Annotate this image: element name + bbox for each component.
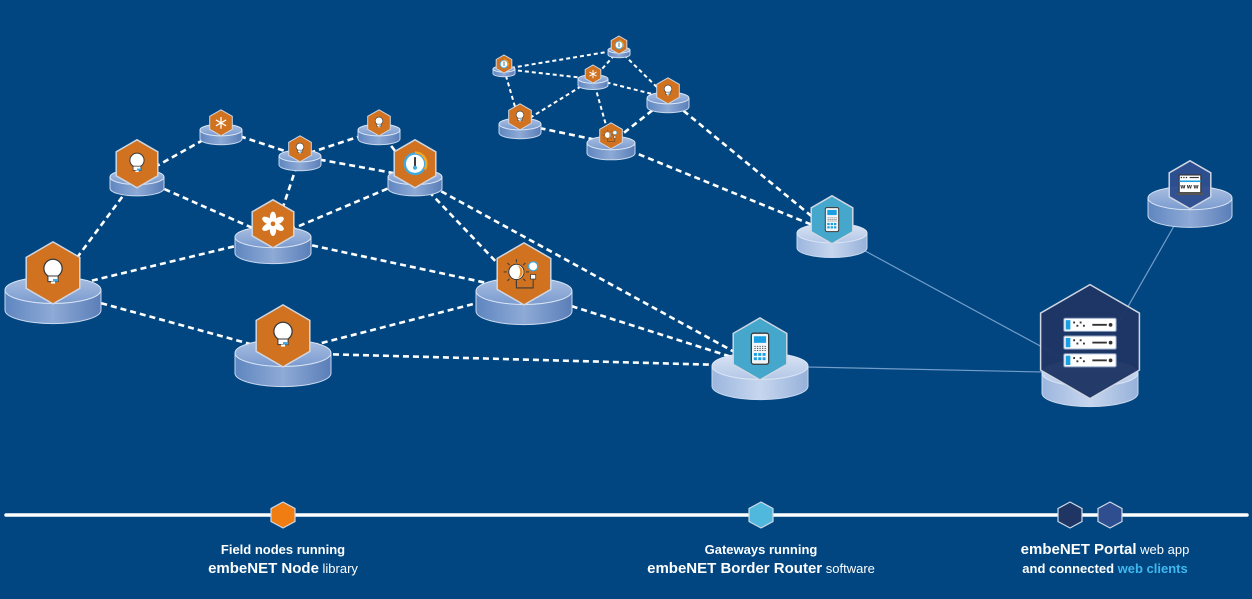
legend-gateway-product: embeNET Border Router [647, 560, 823, 577]
legend-field-node-hexagon [270, 501, 296, 529]
lightbulb-icon [663, 84, 673, 96]
lightbulb-icon [129, 152, 145, 173]
field-node[interactable] [492, 54, 516, 78]
field-node[interactable] [199, 109, 243, 146]
ip-link [759, 365, 1091, 374]
lightbulb-icon [273, 321, 293, 347]
legend-field-suffix: library [318, 561, 358, 576]
field-node[interactable] [278, 135, 322, 172]
legend-gateway-line1: Gateways running [704, 542, 818, 557]
legend-portal-suffix: web app [1136, 542, 1190, 557]
legend-portal-line1: embeNET Portal web app [980, 540, 1230, 559]
legend-gateways-text: Gateways running embeNET Border Router s… [596, 540, 926, 578]
legend-gateway-line2: embeNET Border Router software [596, 559, 926, 578]
field-node[interactable] [498, 103, 542, 140]
portal-node[interactable] [1039, 283, 1141, 408]
mesh-link [282, 289, 525, 355]
legend-portal-product: embeNET Portal [1020, 541, 1137, 558]
mesh-link [414, 175, 761, 368]
legend-portal-line2-text: and connected [1022, 561, 1118, 576]
field-node[interactable] [646, 77, 690, 114]
lightbulb-icon [515, 110, 525, 122]
mesh-link [503, 49, 620, 70]
light-plug-sensor-icon [503, 259, 539, 289]
gateway-device-icon [824, 207, 840, 233]
snowflake-icon [589, 69, 597, 79]
legend-field-line2: embeNET Node library [160, 559, 406, 578]
field-node[interactable] [109, 138, 165, 197]
field-node[interactable] [4, 241, 102, 325]
legend-field-product: embeNET Node [208, 560, 319, 577]
mesh-link [610, 141, 833, 235]
field-node[interactable] [234, 198, 312, 265]
field-node[interactable] [357, 109, 401, 146]
legend-portal-text: embeNET Portal web app and connected web… [980, 540, 1230, 578]
thermometer-gauge-icon [499, 59, 509, 69]
field-node[interactable] [607, 35, 631, 59]
mesh-link [272, 235, 525, 293]
gateway-node[interactable] [796, 194, 868, 258]
legend-portal-hexagon [1057, 501, 1083, 529]
legend-field-nodes-text: Field nodes running embeNET Node library [160, 540, 406, 578]
legend-web-client-hexagon [1097, 501, 1123, 529]
mesh-link [667, 96, 833, 235]
thermometer-gauge-icon [403, 151, 428, 176]
legend-gateway-suffix: software [822, 561, 875, 576]
snowflake-icon [215, 116, 227, 129]
field-node[interactable] [577, 64, 609, 90]
legend-gateway-hexagon [748, 501, 774, 529]
mesh-link [503, 68, 594, 80]
mesh-link [503, 68, 521, 125]
field-node[interactable] [387, 138, 443, 197]
gateway-device-icon [750, 332, 770, 365]
field-node[interactable] [475, 242, 573, 326]
mesh-link [282, 351, 761, 368]
light-plug-sensor-icon [602, 129, 618, 142]
gateway-node[interactable] [711, 317, 809, 401]
lightbulb-icon [295, 142, 305, 154]
nodes-layer: www [4, 35, 1233, 408]
legend-web-clients-link[interactable]: web clients [1117, 561, 1188, 576]
web-browser-icon: www [1177, 174, 1203, 196]
lightbulb-icon [43, 258, 63, 284]
lightbulb-icon [374, 116, 384, 128]
thermometer-gauge-icon [614, 40, 624, 50]
links-layer [51, 49, 1191, 374]
legend [4, 501, 1249, 529]
legend-field-line1: Field nodes running [220, 542, 346, 557]
field-node[interactable] [586, 122, 636, 161]
fan-icon [262, 211, 284, 237]
legend-portal-line2: and connected web clients [980, 559, 1230, 578]
mesh-link [52, 235, 274, 292]
field-node[interactable] [234, 304, 332, 388]
svg-text:www: www [1180, 185, 1200, 191]
server-rack-icon [1063, 317, 1117, 368]
web-node[interactable]: www [1147, 159, 1233, 228]
